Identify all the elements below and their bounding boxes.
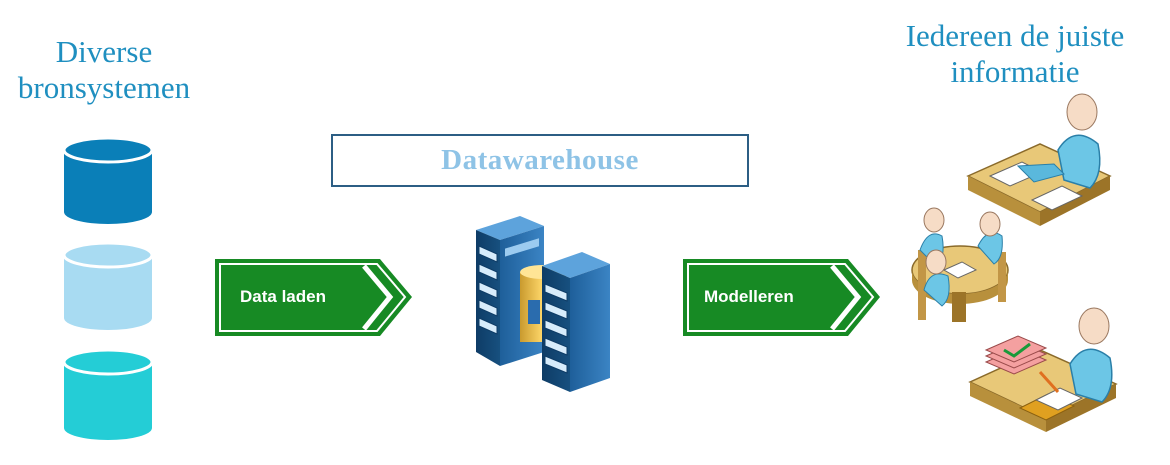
data-laden-label: Data laden [240,287,326,306]
database-cylinder-icon [62,136,154,224]
database-cylinder-icon [62,348,154,440]
users-at-desk-icon [968,307,1118,432]
server-slots [478,245,568,374]
users-at-desk-icon [911,207,1009,322]
data-laden-arrow [215,259,412,336]
database-cylinder-icon [62,241,154,330]
modelleren-label: Modelleren [704,287,794,306]
server-rack-icon [476,216,610,392]
sources-title: Diverse bronsystemen [17,34,191,105]
output-title: Iedereen de juiste informatie [905,18,1125,89]
modelleren-arrow [683,259,880,336]
users-at-desk-icon [966,93,1112,226]
datawarehouse-box: Datawarehouse [331,134,749,187]
datawarehouse-label: Datawarehouse [441,144,639,176]
